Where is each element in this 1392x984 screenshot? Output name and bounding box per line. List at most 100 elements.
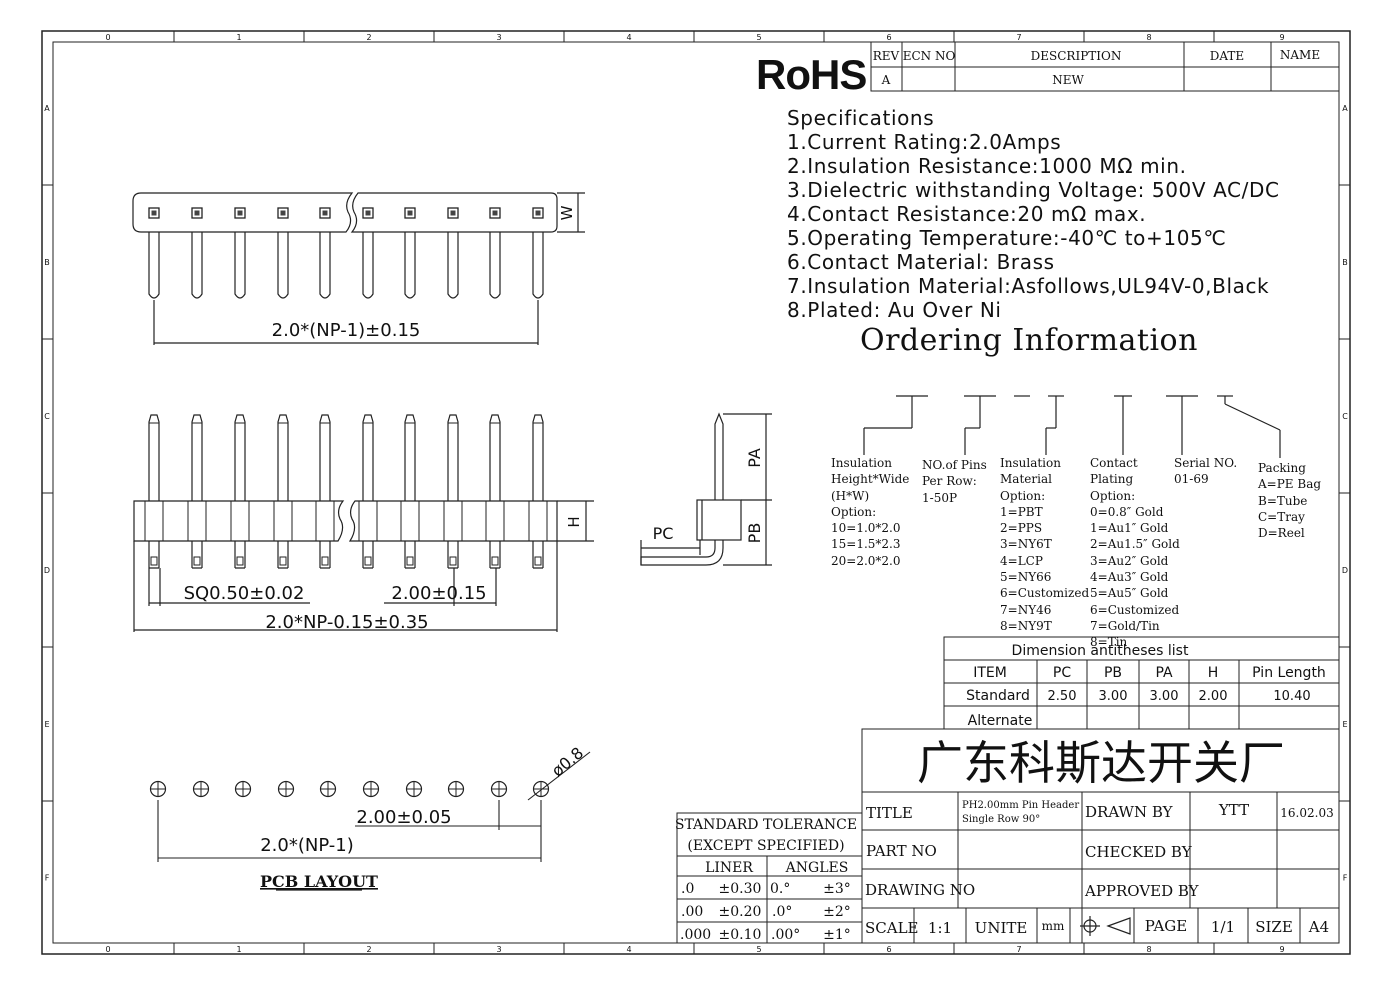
zone-grid	[42, 31, 1350, 954]
tol-row-2-angle: .0°	[772, 904, 792, 920]
zone-col-label: 3	[496, 33, 501, 42]
dim-pcb-pitch: 2.00±0.05	[356, 807, 451, 828]
ordering-option: A=PE Bag	[1258, 477, 1322, 492]
pin-lower-square	[534, 556, 542, 566]
zone-col-label: 8	[1146, 945, 1151, 954]
ordering-option: 0=0.8″ Gold	[1090, 504, 1164, 519]
ordering-option: 6=Customized	[1090, 602, 1180, 617]
ordering-option: 1=PBT	[1000, 504, 1043, 519]
dim-standard-h: 2.00	[1199, 689, 1228, 704]
pin-square-inner	[237, 210, 243, 216]
pin-tail	[532, 232, 544, 299]
zone-col-label: 2	[366, 945, 371, 954]
dim-row-standard: Standard	[966, 688, 1030, 704]
pin-tail	[489, 232, 501, 299]
pin-square-inner	[492, 210, 498, 216]
tol-row-3-angle-val: ±1°	[823, 927, 851, 943]
date-header: DATE	[1210, 49, 1244, 63]
dim-overall: 2.0*NP-0.15±0.35	[265, 612, 428, 633]
dim-pcb-total: 2.0*(NP-1)	[260, 835, 354, 856]
drawing-no-label: DRAWING NO	[865, 881, 975, 899]
scale-label: SCALE	[865, 919, 919, 937]
ordering-option: 7=NY46	[1000, 602, 1052, 617]
tolerance-text: STANDARD TOLERANCE (EXCEPT SPECIFIED) LI…	[675, 817, 857, 943]
pcb-layout-title: PCB LAYOUT	[260, 872, 378, 891]
pin-square-inner	[280, 210, 286, 216]
ordering-option: 3=Au2″ Gold	[1090, 553, 1169, 568]
pin-tail	[362, 232, 374, 299]
ordering-heading: Height*Wide	[831, 472, 910, 487]
rev-header: REV	[873, 49, 900, 63]
ordering-heading: 01-69	[1174, 472, 1209, 487]
part-no-label: PART NO	[866, 842, 937, 860]
tol-row-2-liner: .00	[681, 904, 703, 920]
dim-row-alternate: Alternate	[968, 713, 1033, 729]
tol-row-3-angle: .00°	[771, 927, 800, 943]
dim-w: W	[558, 205, 576, 220]
dim-col-pa: PA	[1155, 665, 1173, 681]
pin-tail	[447, 232, 459, 299]
pin-upper	[489, 414, 501, 501]
zone-col-label: 1	[236, 33, 241, 42]
dim-standard-pb: 3.00	[1099, 689, 1128, 704]
pin-lower-square	[193, 556, 201, 566]
specifications: Specifications 1.Current Rating:2.0Amps …	[787, 106, 1280, 322]
size-value: A4	[1308, 918, 1329, 936]
revision-block	[870, 41, 1340, 92]
zone-col-label: 5	[756, 945, 761, 954]
tolerance-angles-label: ANGLES	[785, 860, 849, 876]
zone-row-label: D	[44, 566, 50, 575]
zone-row-label: E	[44, 720, 49, 729]
pin-lower-square	[279, 556, 287, 566]
pin-upper	[532, 414, 544, 501]
title-value-2: Single Row 90°	[962, 814, 1040, 825]
ordering-code-leaders	[863, 395, 1281, 458]
pin-lower	[362, 541, 374, 569]
rohs-label: RoHS	[756, 51, 867, 98]
projection-symbol-icon	[1080, 916, 1131, 936]
dim-pc: PC	[653, 524, 674, 543]
ordering-heading: Insulation	[1000, 456, 1061, 470]
ordering-option: 15=1.5*2.3	[831, 537, 901, 552]
size-label: SIZE	[1255, 918, 1293, 936]
ordering-heading: Option:	[831, 504, 877, 519]
spec-item: 8.Plated: Au Over Ni	[787, 298, 1002, 322]
zone-col-label: 5	[756, 33, 761, 42]
pin-upper	[234, 414, 246, 501]
pin-lower-square	[321, 556, 329, 566]
pin-lower-square	[236, 556, 244, 566]
company-name: 广东科斯达开关厂	[917, 736, 1285, 790]
page-value: 1/1	[1211, 918, 1235, 936]
tol-row-1-angle-val: ±3°	[823, 881, 851, 897]
pin-tail	[148, 232, 160, 299]
pin-lower-square	[406, 556, 414, 566]
tol-row-2-liner-val: ±0.20	[719, 904, 762, 920]
pin-lower	[148, 541, 160, 569]
drawn-by-label: DRAWN BY	[1085, 803, 1174, 821]
pcb-hole	[447, 780, 465, 798]
ordering-option: 4=LCP	[1000, 553, 1043, 568]
pin-square-inner	[322, 210, 328, 216]
approved-by-label: APPROVED BY	[1084, 882, 1200, 900]
spec-item: 6.Contact Material: Brass	[787, 250, 1055, 274]
front-view-pins	[144, 414, 548, 569]
zone-row-label: C	[44, 412, 50, 421]
side-view	[640, 412, 772, 566]
drawn-by-value: YTT	[1218, 801, 1249, 819]
zone-col-label: 6	[886, 945, 891, 954]
pin-lower	[447, 541, 459, 569]
zone-col-label: 1	[236, 945, 241, 954]
title-value-1: PH2.00mm Pin Header	[962, 800, 1079, 811]
zone-col-label: 4	[626, 33, 631, 42]
rev-value: A	[881, 73, 891, 87]
ordering-heading: (H*W)	[831, 488, 870, 503]
description-value: NEW	[1052, 73, 1084, 87]
pin-lower-square	[150, 556, 158, 566]
title-block-text: TITLE PH2.00mm Pin Header Single Row 90°…	[865, 800, 1334, 937]
ordering-option: 6=Customized	[1000, 586, 1090, 601]
pcb-dimensions	[157, 751, 591, 862]
zone-col-label: 4	[626, 945, 631, 954]
ordering-option: 8=NY9T	[1000, 618, 1052, 633]
ordering-title: Ordering Information	[860, 323, 1198, 358]
